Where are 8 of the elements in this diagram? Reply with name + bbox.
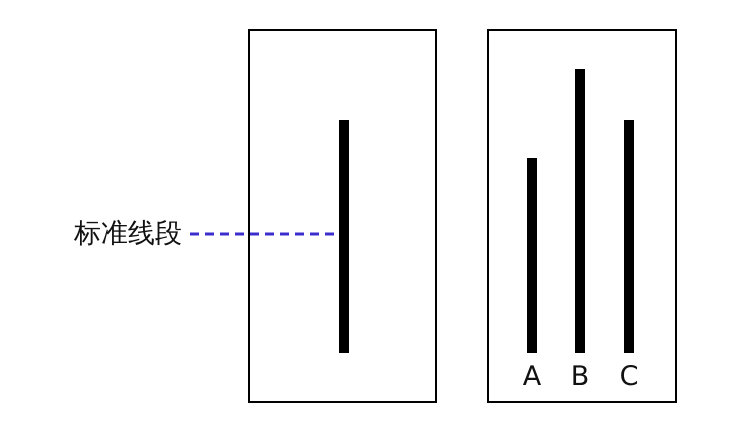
bar-letter: A bbox=[522, 362, 542, 392]
label-text: 标准线段 bbox=[74, 218, 182, 249]
panel-frame bbox=[248, 29, 437, 403]
bar-letter: B bbox=[570, 362, 590, 392]
leader-line bbox=[190, 232, 337, 236]
bar-letter: C bbox=[618, 362, 640, 392]
panel-frame bbox=[487, 29, 677, 403]
line-bar bbox=[339, 120, 349, 353]
